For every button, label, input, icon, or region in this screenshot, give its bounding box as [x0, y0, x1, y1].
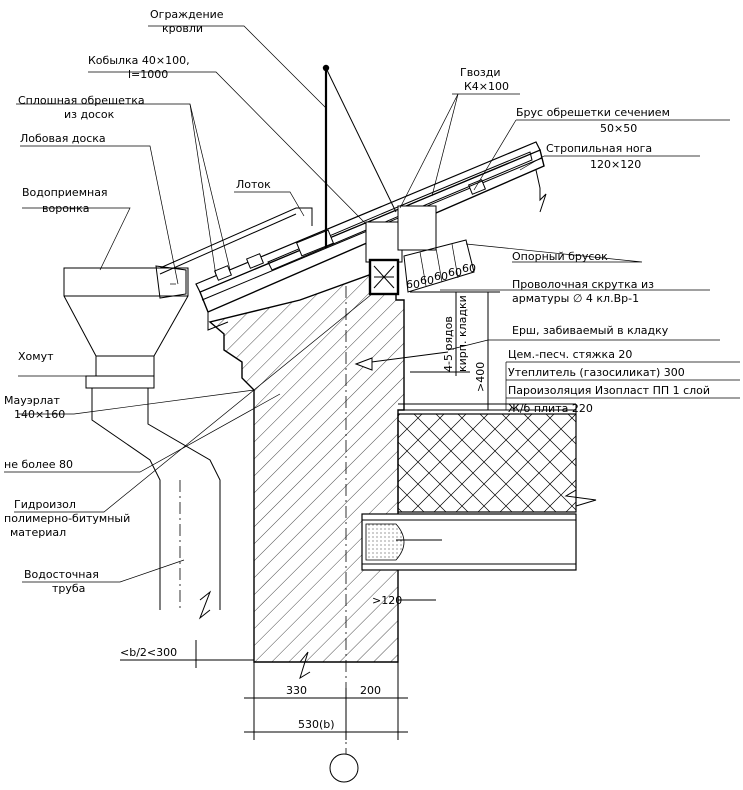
label-kobylka: Кобылка 40×100,	[88, 54, 190, 67]
dim-b2: <b/2<300	[120, 646, 177, 659]
label-layer-slab: Ж/б плита 220	[508, 402, 593, 415]
svg-text:воронка: воронка	[42, 202, 90, 215]
label-lathing-bar: Брус обрешетки сечением	[516, 106, 670, 119]
label-fascia-board: Лобовая доска	[20, 132, 106, 145]
dim-200: 200	[360, 684, 381, 697]
insulation-layer	[397, 413, 577, 513]
label-gutter: Лоток	[236, 178, 271, 191]
label-rafter: Стропильная нога	[546, 142, 652, 155]
clamp	[85, 375, 155, 389]
label-support-bar: Опорный брусок	[512, 250, 608, 263]
label-solid-lathing: Сплошная обрешетка	[18, 94, 145, 107]
svg-text:арматуры ∅ 4 кл.Вр-1: арматуры ∅ 4 кл.Вр-1	[512, 292, 639, 305]
label-roof-fence: Ограждение	[150, 8, 224, 21]
label-clamp: Хомут	[18, 350, 54, 363]
svg-text:50×50: 50×50	[600, 122, 637, 135]
svg-text:l=1000: l=1000	[128, 68, 168, 81]
label-downpipe: Водосточная	[24, 568, 99, 581]
svg-text:из досок: из досок	[64, 108, 115, 121]
gutter	[159, 207, 313, 269]
svg-text:60: 60	[420, 274, 434, 287]
svg-text:120×120: 120×120	[590, 158, 641, 171]
gt400-label: >400	[474, 362, 487, 392]
svg-text:кровли: кровли	[162, 22, 203, 35]
slab-end-fill	[365, 523, 405, 561]
svg-text:полимерно-битумный: полимерно-битумный	[4, 512, 130, 525]
svg-text:140×160: 140×160	[14, 408, 65, 421]
svg-text:60: 60	[406, 278, 420, 291]
svg-text:60: 60	[434, 270, 448, 283]
label-ruff: Ерш, забиваемый в кладку	[512, 324, 669, 337]
label-waterproof: Гидроизол	[14, 498, 76, 511]
label-mauerlat: Мауэрлат	[4, 394, 61, 407]
small-60-dims: 60 60 60 60 60	[406, 262, 476, 291]
label-wire-tie: Проволочная скрутка из	[512, 278, 654, 291]
svg-text:труба: труба	[52, 582, 85, 595]
downpipe	[91, 388, 161, 610]
svg-text:К4×100: К4×100	[464, 80, 509, 93]
axis-bubble	[329, 753, 359, 783]
solid-lathing	[195, 141, 541, 293]
label-layer-vapor: Пароизоляция Изопласт ПП 1 слой	[508, 384, 710, 397]
svg-text:60: 60	[462, 262, 476, 275]
label-layer-insulation: Утеплитель (газосиликат) 300	[508, 366, 685, 379]
dim-530: 530(b)	[298, 718, 335, 731]
water-funnel	[63, 267, 189, 357]
svg-text:материал: материал	[10, 526, 66, 539]
label-layer-screed: Цем.-песч. стяжка 20	[508, 348, 632, 361]
dim-120: >120	[372, 594, 402, 607]
label-nails: Гвозди	[460, 66, 501, 79]
label-max80: не более 80	[4, 458, 73, 471]
rows-label: 4-5 рядов	[442, 316, 455, 372]
dim-330: 330	[286, 684, 307, 697]
svg-text:60: 60	[448, 266, 462, 279]
svg-text:кирп. кладки: кирп. кладки	[456, 295, 469, 372]
label-funnel: Водоприемная	[22, 186, 108, 199]
